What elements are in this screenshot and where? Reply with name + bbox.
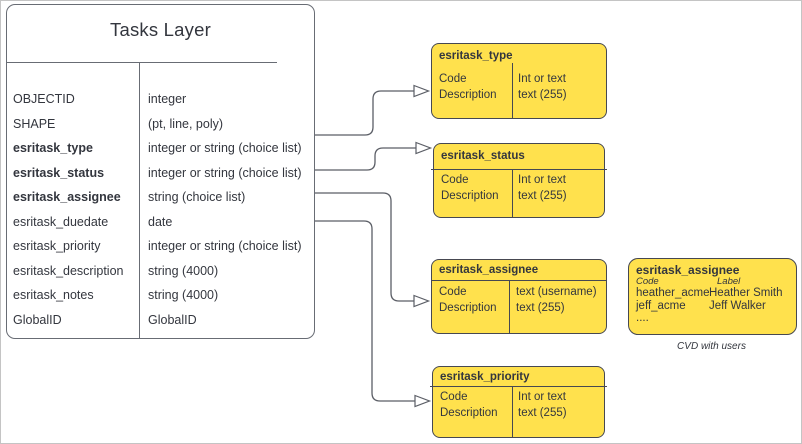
open-arrow-icon	[413, 84, 431, 98]
domain-row-label: Description	[439, 88, 497, 101]
domain-row-label: Description	[440, 406, 498, 419]
field-type: integer or string (choice list)	[148, 165, 302, 180]
domain-row-label: Description	[441, 189, 499, 202]
field-name: OBJECTID	[13, 92, 75, 107]
connector-paths	[315, 90, 416, 402]
open-arrow-icon	[414, 394, 432, 408]
cvd-label: Jeff Walker	[709, 299, 766, 312]
domain-row-label: Code	[440, 391, 468, 403]
domain-row-label: Code	[439, 73, 467, 85]
connector-arrowheads	[413, 84, 433, 408]
domain-row-type: text (255)	[518, 406, 567, 419]
domain-row-type: Int or text	[518, 73, 566, 85]
cvd-label: Heather Smith	[709, 287, 783, 299]
domain-row-label: Code	[439, 286, 467, 298]
domain-row-label: Description	[439, 301, 497, 314]
field-name: esritask_priority	[13, 239, 101, 254]
field-name: GlobalID	[13, 312, 62, 327]
field-rows: OBJECTID integer SHAPE (pt, line, poly) …	[7, 87, 314, 332]
connector-esritask-priority	[315, 220, 415, 402]
field-name: esritask_duedate	[13, 214, 109, 229]
field-type: GlobalID	[148, 312, 197, 327]
tasks-layer-table[interactable]: Tasks Layer OBJECTID integer SHAPE (pt, …	[6, 4, 315, 339]
header-separator	[431, 169, 607, 171]
domain-box-right-column: text (username) text (255)	[516, 285, 597, 316]
header-separator	[430, 386, 607, 388]
field-name: esritask_status	[13, 165, 105, 180]
field-name: esritask_description	[13, 263, 124, 278]
field-type: (pt, line, poly)	[148, 116, 224, 131]
domain-row-type: text (255)	[516, 301, 565, 314]
cvd-table: Code Label heather_acme Heather Smith je…	[636, 276, 783, 324]
field-type: string (4000)	[148, 263, 219, 278]
connector-esritask-status	[315, 147, 416, 171]
field-type: integer or string (choice list)	[148, 239, 302, 254]
cvd-column-header-label: Label	[717, 276, 741, 287]
field-type: string (4000)	[148, 288, 219, 303]
domain-row-label: Code	[441, 174, 469, 186]
cvd-code: heather_acme	[636, 287, 710, 299]
field-type: integer or string (choice list)	[148, 141, 302, 156]
domain-box-left-column: Code Description	[441, 173, 499, 204]
domain-box-right-column: Int or text text (255)	[518, 173, 567, 204]
field-row[interactable]: esritask_description string (4000)	[7, 259, 314, 284]
cvd-code: jeff_acme	[636, 299, 686, 312]
field-row[interactable]: OBJECTID integer	[7, 87, 314, 112]
column-divider	[139, 62, 141, 338]
domain-row-type: text (username)	[516, 286, 597, 298]
open-arrow-icon	[413, 294, 431, 308]
cvd-box-title: esritask_assignee	[636, 263, 740, 277]
field-row[interactable]: esritask_notes string (4000)	[7, 283, 314, 308]
domain-box-left-column: Code Description	[440, 390, 498, 421]
domain-box-title: esritask_priority	[440, 371, 530, 383]
domain-box-title: esritask_assignee	[439, 264, 539, 276]
field-row[interactable]: esritask_status integer or string (choic…	[7, 161, 314, 186]
field-name: esritask_assignee	[13, 190, 121, 205]
field-row[interactable]: esritask_duedate date	[7, 210, 314, 235]
field-type: integer	[148, 92, 187, 107]
field-row[interactable]: GlobalID GlobalID	[7, 308, 314, 333]
domain-box-esritask-status[interactable]: esritask_status Code Description Int or …	[431, 143, 607, 218]
domain-box-left-column: Code Description	[439, 285, 497, 316]
domain-box-esritask-priority[interactable]: esritask_priority Code Description Int o…	[430, 366, 607, 438]
domain-row-type: text (255)	[518, 88, 567, 101]
connector-esritask-type	[315, 90, 414, 136]
domain-box-right-column: Int or text text (255)	[518, 390, 567, 421]
field-row[interactable]: SHAPE (pt, line, poly)	[7, 112, 314, 137]
field-row[interactable]: esritask_priority integer or string (cho…	[7, 234, 314, 259]
cvd-box-esritask-assignee[interactable]: esritask_assignee Code Label heather_acm…	[628, 258, 797, 335]
domain-box-left-column: Code Description	[439, 72, 497, 103]
field-type: date	[148, 214, 173, 229]
domain-box-right-column: Int or text text (255)	[518, 72, 567, 103]
domain-box-esritask-assignee[interactable]: esritask_assignee Code Description text …	[431, 259, 607, 334]
column-divider	[512, 386, 514, 437]
domain-box-esritask-type[interactable]: esritask_type Code Description Int or te…	[431, 43, 607, 119]
domain-row-type: text (255)	[518, 189, 567, 202]
domain-row-type: Int or text	[518, 391, 566, 403]
cvd-column-header-code: Code	[636, 276, 659, 287]
open-arrow-icon	[415, 141, 433, 155]
header-separator	[432, 280, 606, 282]
cvd-ellipsis: ....	[636, 312, 649, 324]
column-divider	[512, 63, 514, 118]
field-name: SHAPE	[13, 116, 56, 131]
field-row[interactable]: esritask_type integer or string (choice …	[7, 136, 314, 161]
field-type: string (choice list)	[148, 190, 246, 205]
field-name: esritask_type	[13, 141, 93, 156]
column-divider	[509, 280, 511, 333]
domain-box-title: esritask_type	[439, 50, 513, 62]
domain-row-type: Int or text	[518, 174, 566, 186]
column-divider	[512, 169, 514, 217]
field-name: esritask_notes	[13, 288, 94, 303]
connector-esritask-assignee	[315, 192, 414, 302]
tasks-layer-title: Tasks Layer	[110, 19, 211, 40]
domain-box-title: esritask_status	[441, 150, 525, 162]
cvd-caption: CVD with users	[677, 341, 746, 352]
title-separator	[7, 62, 277, 64]
field-row[interactable]: esritask_assignee string (choice list)	[7, 185, 314, 210]
